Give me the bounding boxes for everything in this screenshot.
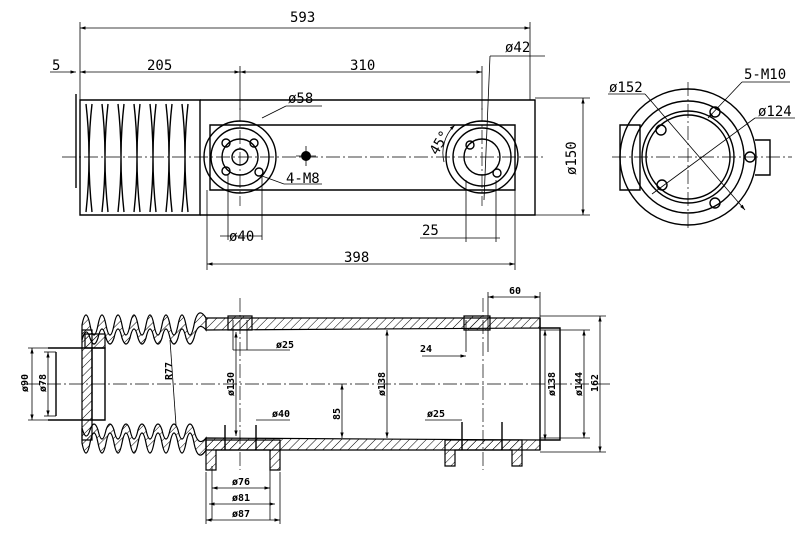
dim-dia-42: ø42 [505, 40, 530, 56]
dim-dia-124: ø124 [758, 104, 792, 120]
label-4-m8: 4-M8 [286, 171, 320, 187]
dim-dia-138-mid: ø138 [377, 372, 388, 396]
dim-dia-87: ø87 [232, 509, 250, 520]
top-view: 593 5 205 310 ø42 ø58 4-M8 45° ø40 25 39… [50, 10, 590, 270]
dim-dia-81: ø81 [232, 493, 250, 504]
section-bottom-port-right [444, 439, 523, 467]
section-bellows-bottom [81, 423, 207, 456]
dim-85: 85 [332, 408, 343, 420]
section-bottom-port-left [205, 439, 281, 471]
dim-dia-40-bottom: ø40 [272, 409, 290, 420]
label-r77: R77 [164, 362, 175, 380]
dim-dia-90: ø90 [20, 374, 31, 392]
dim-310: 310 [350, 58, 375, 74]
section-left-flange [81, 329, 93, 441]
top-body [200, 99, 536, 216]
dim-dia-40: ø40 [229, 229, 254, 245]
section-view: 60 ø25 R77 24 ø90 ø78 ø130 ø138 ø138 ø14… [20, 286, 610, 524]
top-port-right [442, 108, 519, 206]
dim-dia-150: ø150 [564, 141, 580, 175]
label-5-m10: 5-M10 [744, 67, 786, 83]
dim-dia-144: ø144 [574, 372, 585, 396]
dim-205: 205 [147, 58, 172, 74]
dim-dia-58: ø58 [288, 91, 313, 107]
dim-dia-130: ø130 [226, 372, 237, 396]
dim-593: 593 [290, 10, 315, 26]
dim-24: 24 [420, 344, 432, 355]
top-bellows [75, 94, 201, 216]
dim-dia-138-end: ø138 [547, 372, 558, 396]
dim-dia-25-bottom: ø25 [427, 409, 445, 420]
dim-5: 5 [52, 58, 60, 74]
dim-162: 162 [590, 374, 601, 392]
dim-60: 60 [509, 286, 521, 297]
dim-dia-78: ø78 [38, 374, 49, 392]
dim-398: 398 [344, 250, 369, 266]
dim-dia-76: ø76 [232, 477, 250, 488]
dim-dia-152: ø152 [609, 80, 643, 96]
dim-25: 25 [422, 223, 439, 239]
dim-dia-25-top: ø25 [276, 340, 294, 351]
top-port-left [203, 108, 277, 206]
end-view: ø152 5-M10 ø124 [608, 67, 795, 230]
